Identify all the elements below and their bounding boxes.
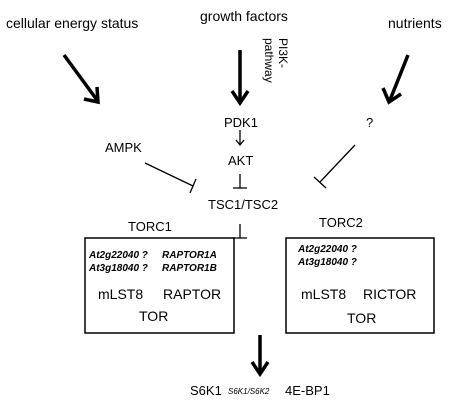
arrow-pdk1-to-akt: [235, 130, 245, 147]
ampk-node: AMPK: [105, 140, 142, 155]
torc1-raptor1b: RAPTOR1B: [162, 263, 217, 274]
torc1-gene-at2g22040: At2g22040 ?: [89, 250, 148, 261]
torc1-mlst8: mLST8: [98, 286, 144, 302]
torc2-title: TORC2: [319, 215, 363, 230]
s6k1-output: S6K1: [190, 383, 222, 398]
s6k-genes-label: S6K1/S6K2: [228, 387, 270, 396]
torc2-rictor: RICTOR: [363, 286, 417, 302]
torc1-box: [84, 237, 235, 334]
arrow-growth-to-pdk1: [230, 50, 250, 107]
unknown-node: ?: [366, 115, 374, 130]
inhibit-unknown-to-tsc: [313, 144, 356, 189]
nutrients-label: nutrients: [388, 15, 442, 31]
arrow-nutrients-to-unknown: [381, 54, 410, 105]
torc1-raptor1a: RAPTOR1A: [162, 250, 217, 261]
4ebp1-output: 4E-BP1: [285, 383, 330, 398]
torc2-tor: TOR: [347, 310, 377, 326]
pi3k-label-line2: pathway: [262, 38, 277, 83]
torc1-title: TORC1: [128, 219, 172, 234]
energy-status-label: cellular energy status: [6, 15, 139, 31]
torc1-tor: TOR: [139, 308, 169, 324]
growth-factors-label: growth factors: [200, 8, 288, 24]
arrow-torc-to-outputs: [250, 335, 270, 378]
akt-node: AKT: [228, 153, 254, 168]
torc1-raptor: RAPTOR: [163, 286, 222, 302]
torc1-gene-at3g18040: At3g18040 ?: [89, 263, 148, 274]
inhibit-akt-to-tsc: [233, 174, 247, 189]
pi3k-label-line1: PI3K-: [276, 38, 290, 69]
pi3k-pathway-label: PI3K- pathway: [261, 38, 290, 83]
arrow-energy-to-ampk: [62, 53, 100, 105]
torc2-box: [285, 237, 435, 334]
torc2-mlst8: mLST8: [301, 286, 347, 302]
inhibit-tsc-to-torc: [233, 224, 247, 239]
inhibit-ampk-to-tsc: [144, 162, 197, 194]
torc2-gene-at2g22040: At2g22040 ?: [298, 244, 357, 255]
tsc-node: TSC1/TSC2: [208, 197, 279, 212]
pdk1-node: PDK1: [224, 115, 258, 130]
torc2-gene-at3g18040: At3g18040 ?: [298, 257, 357, 268]
